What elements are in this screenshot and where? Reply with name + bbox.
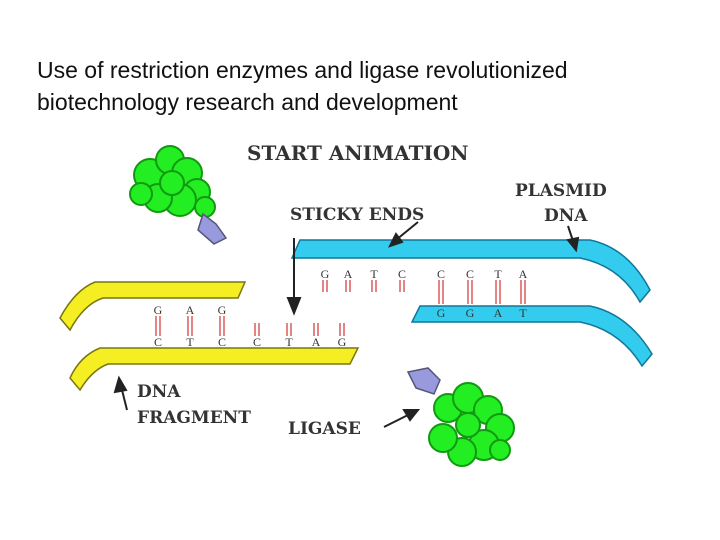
plasmid-bottom-base: T bbox=[519, 306, 527, 320]
sticky-ends-down-arrow-icon bbox=[286, 238, 302, 316]
fragment-bottom-base: G bbox=[338, 335, 347, 349]
sticky-ends-label: STICKY ENDS bbox=[290, 205, 424, 225]
plasmid-top-base: G bbox=[321, 267, 330, 281]
plasmid-top-base: C bbox=[466, 267, 474, 281]
plasmid-top-base: C bbox=[398, 267, 406, 281]
fragment-bottom-base: A bbox=[312, 335, 321, 349]
plasmid-top-base: A bbox=[519, 267, 528, 281]
fragment-top-base: G bbox=[218, 303, 227, 317]
dna-fragment-label-line1: DNA bbox=[137, 382, 181, 402]
plasmid-bottom-base: G bbox=[437, 306, 446, 320]
start-animation-label: START ANIMATION bbox=[247, 141, 469, 165]
base-pair-ticks bbox=[155, 280, 526, 336]
fragment-bottom-base: T bbox=[285, 335, 293, 349]
plasmid-dna bbox=[290, 239, 653, 368]
dna-fragment-arrow-icon bbox=[113, 375, 128, 411]
plasmid-top-bases: G A T C C C T A bbox=[321, 267, 528, 281]
plasmid-top-base: A bbox=[344, 267, 353, 281]
fragment-bottom-base: C bbox=[253, 335, 261, 349]
fragment-top-bases: G A G bbox=[154, 303, 227, 317]
plasmid-top-base: T bbox=[494, 267, 502, 281]
fragment-bottom-base: C bbox=[218, 335, 226, 349]
sticky-ends-arrow-icon bbox=[388, 221, 419, 248]
fragment-bottom-bases: C T C C T A G bbox=[154, 335, 347, 349]
fragment-top-base: G bbox=[154, 303, 163, 317]
plasmid-bottom-base: A bbox=[494, 306, 503, 320]
plasmid-label-line2: DNA bbox=[544, 206, 588, 226]
slide-title: Use of restriction enzymes and ligase re… bbox=[37, 57, 568, 115]
fragment-bottom-base: T bbox=[186, 335, 194, 349]
plasmid-top-base: T bbox=[370, 267, 378, 281]
ligase-label: LIGASE bbox=[288, 419, 361, 439]
plasmid-bottom-bases: G G A T bbox=[437, 306, 528, 320]
fragment-top-base: A bbox=[186, 303, 195, 317]
dna-fragment bbox=[59, 281, 360, 392]
arrows bbox=[113, 221, 580, 428]
restriction-enzyme-icon bbox=[129, 145, 228, 245]
ligase-enzyme-icon bbox=[406, 367, 515, 467]
ligase-arrow-icon bbox=[383, 409, 421, 428]
dna-fragment-label-line2: FRAGMENT bbox=[137, 408, 251, 428]
plasmid-bottom-base: G bbox=[466, 306, 475, 320]
fragment-bottom-base: C bbox=[154, 335, 162, 349]
plasmid-label-line1: PLASMID bbox=[515, 181, 607, 201]
plasmid-top-base: C bbox=[437, 267, 445, 281]
plasmid-arrow-icon bbox=[566, 225, 580, 253]
